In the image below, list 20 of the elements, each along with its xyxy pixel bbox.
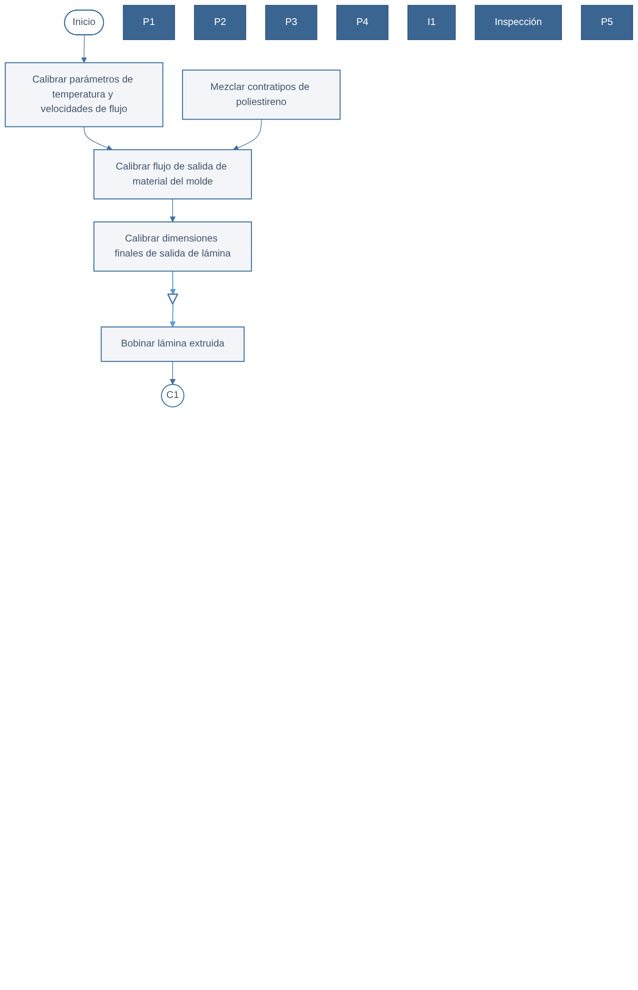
node-box: Bobinar lámina extruida xyxy=(100,326,245,362)
arrow xyxy=(170,304,176,328)
node-box: P1 xyxy=(122,4,175,40)
node-box: Inspección xyxy=(474,4,562,40)
node-box: Calibrar dimensiones finales de salida de lámina xyxy=(93,221,252,272)
arrow xyxy=(170,198,176,222)
node-box: Calibrar flujo de salida de material del molde xyxy=(93,149,252,200)
node-box: P5 xyxy=(580,4,634,40)
arrow xyxy=(170,361,176,385)
arrow xyxy=(232,119,262,150)
node-box: Calibrar parámetros de temperatura y velocidades de flujo xyxy=(4,62,164,128)
node-box: P4 xyxy=(336,4,388,40)
node-box: P3 xyxy=(265,4,318,40)
node-box: P2 xyxy=(194,4,246,40)
arrow xyxy=(84,126,112,150)
arrow xyxy=(170,270,176,295)
node-circle: C1 xyxy=(160,384,184,408)
node-box: Mezclar contratipos de poliestireno xyxy=(182,70,341,120)
arrow xyxy=(81,34,87,63)
node-box: I1 xyxy=(407,4,456,40)
